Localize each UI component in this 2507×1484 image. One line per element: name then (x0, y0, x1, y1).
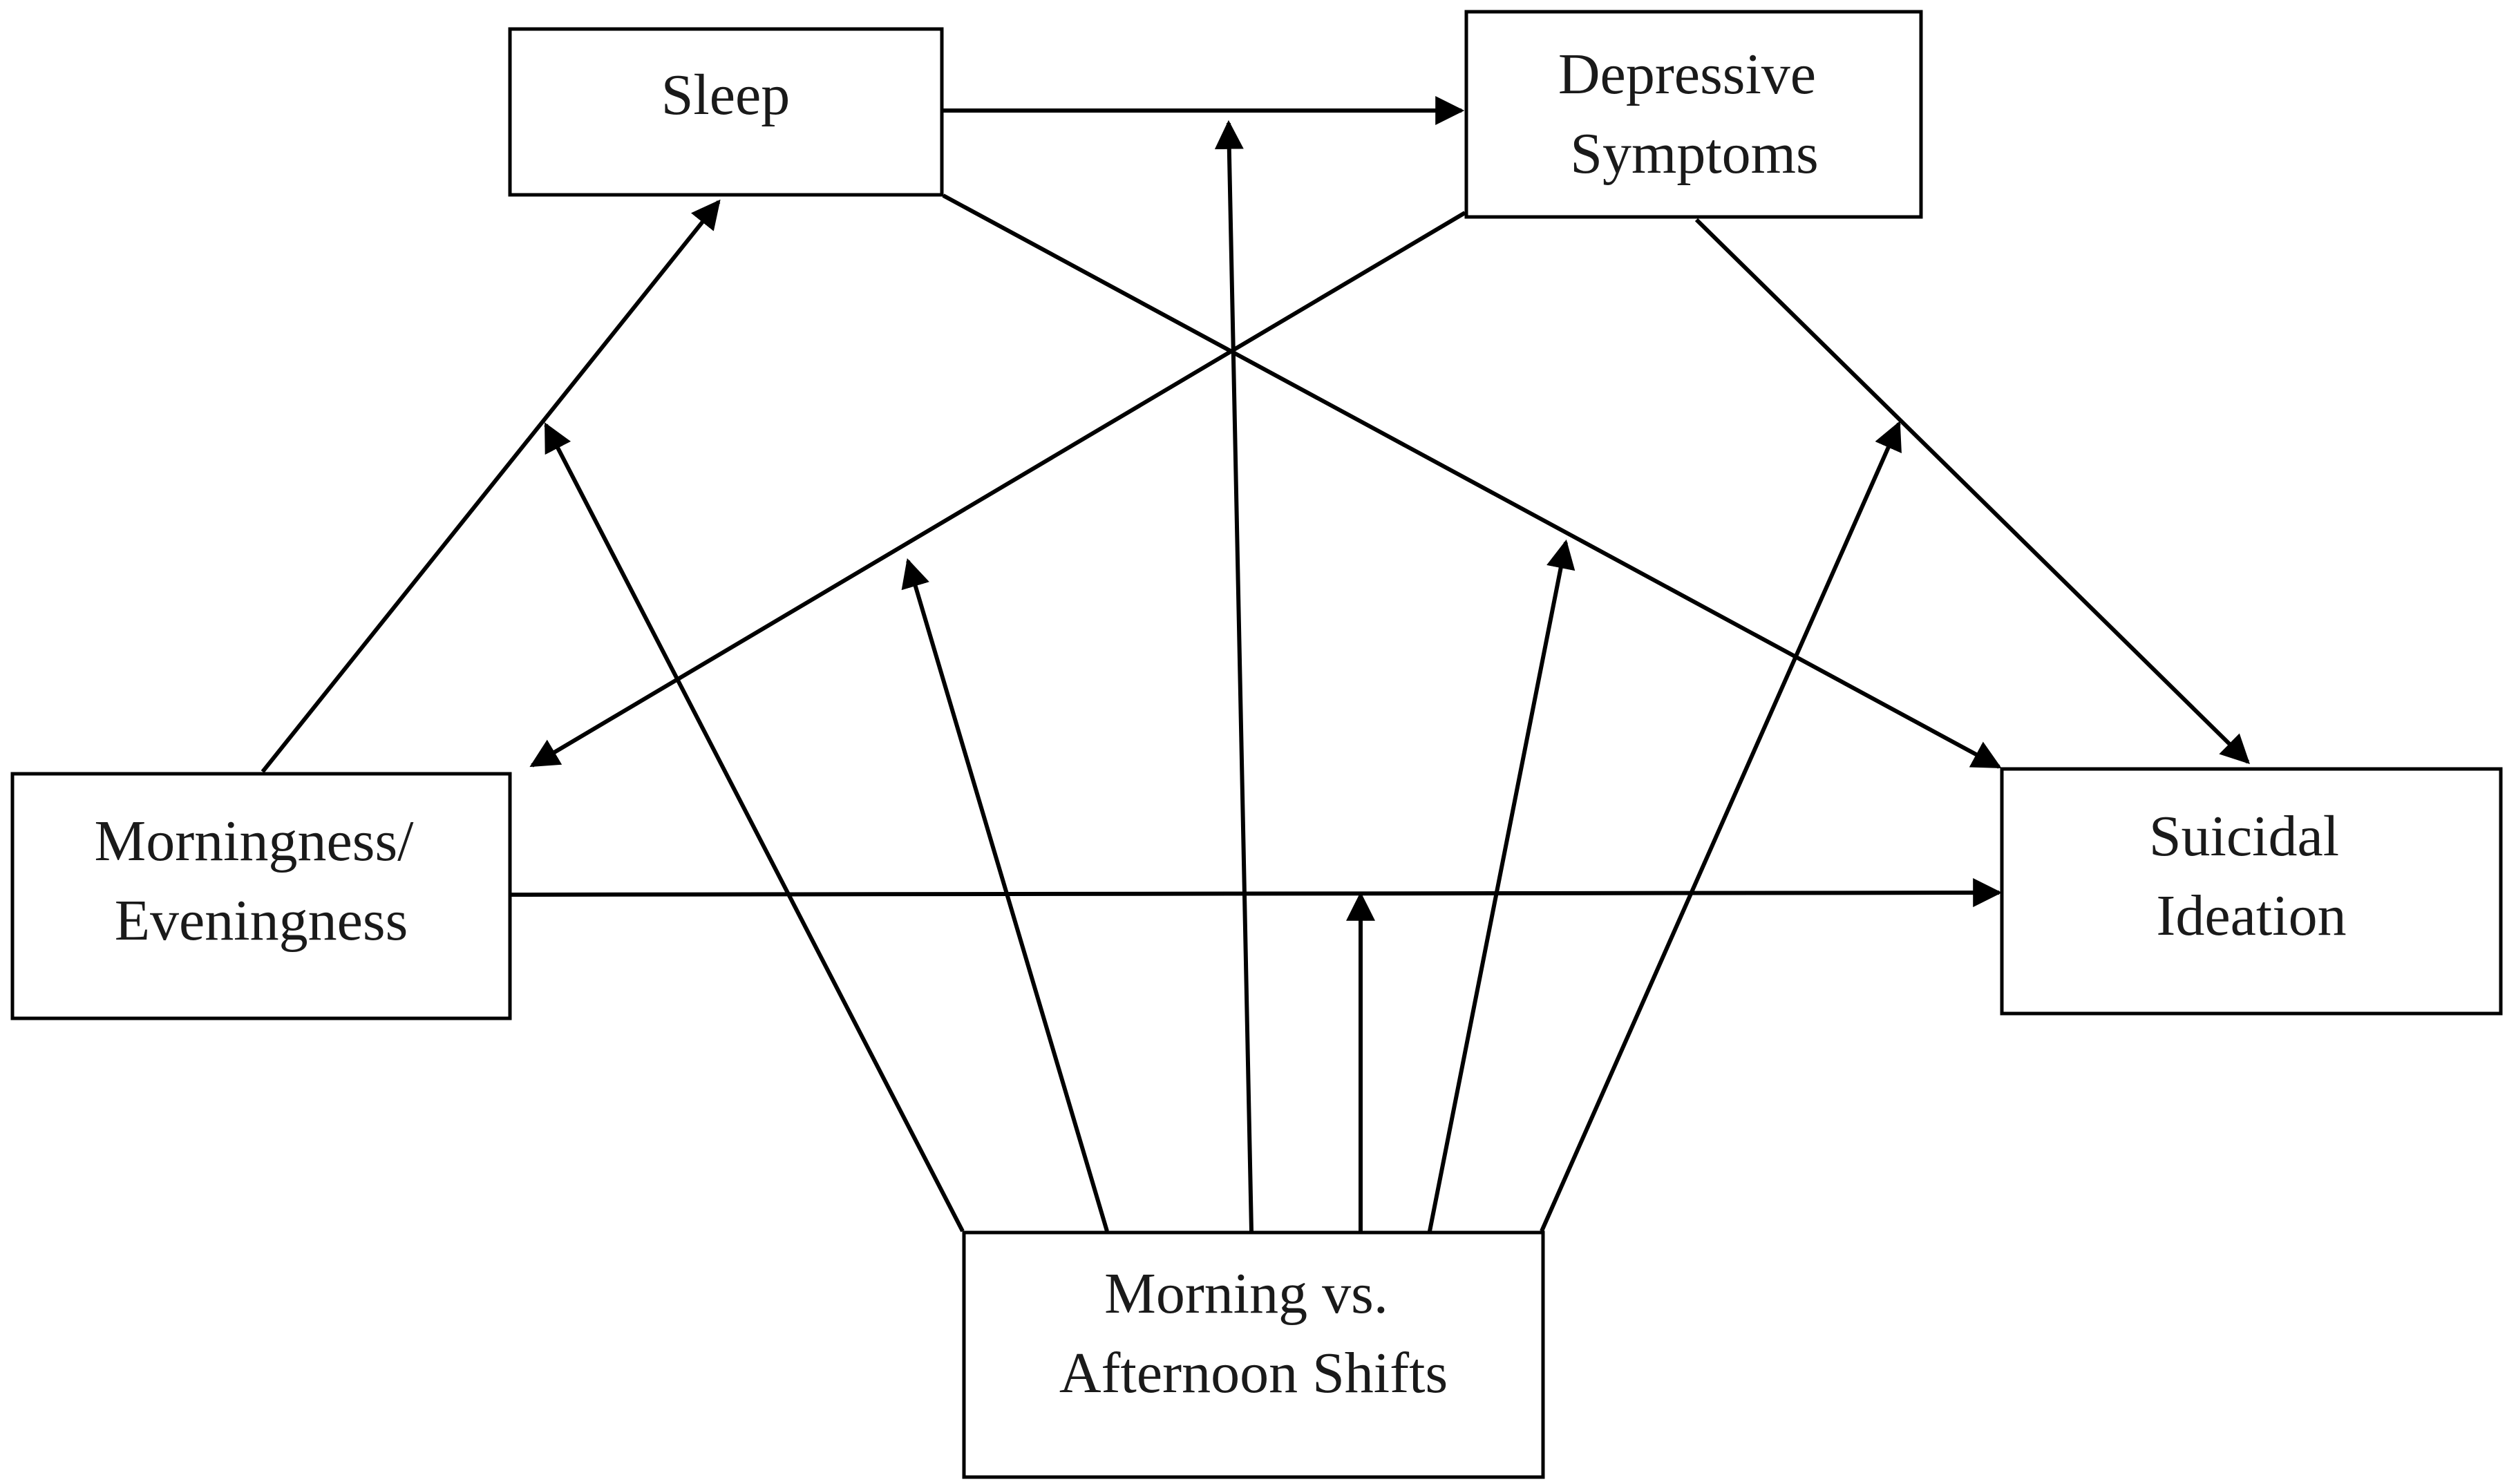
node-sleep: Sleep (508, 27, 944, 197)
node-sleep-label: Sleep (661, 63, 791, 127)
node-morningness-eveningness-line-2: Eveningness (115, 888, 408, 953)
node-sleep-box (508, 27, 944, 197)
node-morningness-eveningness-label: Morningness/ Eveningness (95, 809, 428, 953)
node-morningness-eveningness-line-1: Morningness/ (95, 809, 415, 873)
node-morning-vs-afternoon-shifts-box (962, 1230, 1545, 1479)
edge-chronotype-to-suicidal (511, 878, 2003, 908)
node-morning-vs-afternoon-shifts-line-1: Morning vs. (1104, 1262, 1388, 1326)
moderation-arrow-sleep-depressive (1214, 120, 1254, 1232)
node-depressive-symptoms-box (1464, 10, 1923, 219)
node-suicidal-ideation: Suicidal Ideation (2000, 767, 2503, 1016)
moderation-arrow-sleep-suicidal (1428, 539, 1576, 1232)
node-suicidal-ideation-label: Suicidal Ideation (2149, 804, 2354, 948)
moderation-arrow-chronotype-sleep (544, 422, 965, 1233)
edge-depressive-to-chronotype (529, 211, 1466, 768)
node-suicidal-ideation-box (2000, 767, 2503, 1016)
node-suicidal-ideation-line-2: Ideation (2156, 884, 2346, 948)
node-depressive-symptoms-line-2: Symptoms (1570, 122, 1818, 186)
node-morningness-eveningness-box (10, 772, 512, 1020)
moderation-arrow-depressive-suicidal (1540, 421, 1902, 1233)
node-depressive-symptoms-line-1: Depressive (1558, 42, 1816, 106)
edges (261, 96, 2250, 1233)
node-depressive-symptoms: Depressive Symptoms (1464, 10, 1923, 219)
node-morning-vs-afternoon-shifts-line-2: Afternoon Shifts (1059, 1341, 1448, 1405)
moderation-arrow-depressive-chronotype (901, 558, 1109, 1232)
node-depressive-symptoms-label: Depressive Symptoms (1558, 42, 1830, 186)
edge-chronotype-to-sleep (261, 199, 721, 773)
node-suicidal-ideation-line-1: Suicidal (2149, 804, 2339, 868)
node-morning-vs-afternoon-shifts-label: Morning vs. Afternoon Shifts (1059, 1262, 1448, 1405)
node-morning-vs-afternoon-shifts: Morning vs. Afternoon Shifts (962, 1230, 1545, 1479)
node-morningness-eveningness: Morningness/ Eveningness (10, 772, 512, 1020)
edge-sleep-to-suicidal (942, 193, 2002, 769)
edge-depressive-to-suicidal (1694, 218, 2250, 764)
